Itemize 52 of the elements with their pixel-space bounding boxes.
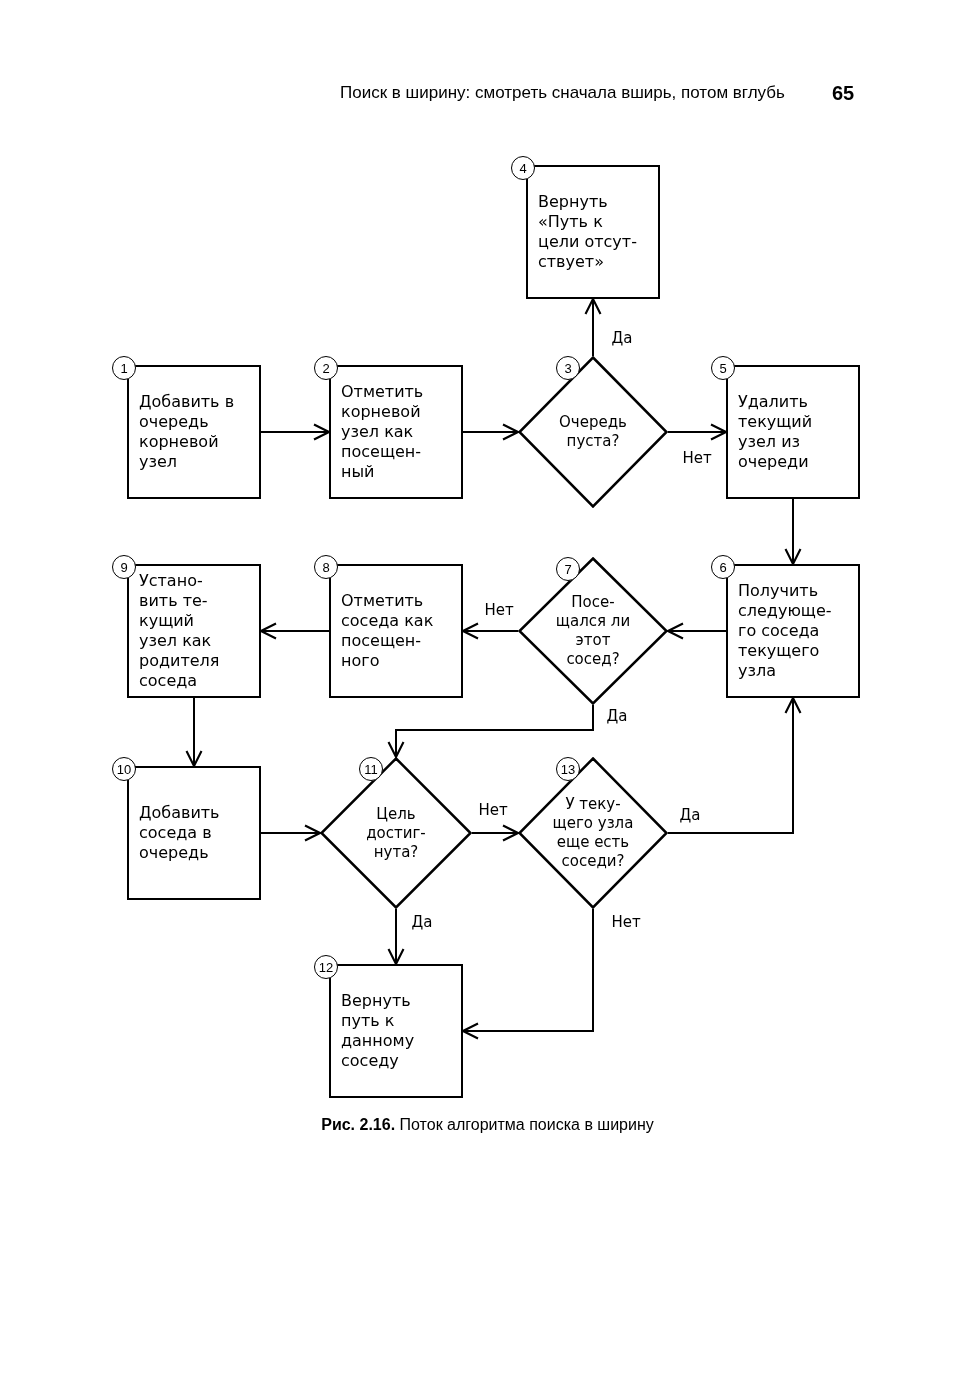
edge-label: Да bbox=[409, 913, 435, 931]
step-text: Устано- вить те- кущий узел как родителя соседа bbox=[139, 571, 221, 691]
running-head: Поиск в ширину: смотреть сначала вширь, потом вглубь bbox=[340, 82, 785, 104]
step-number: 8 bbox=[314, 555, 338, 579]
step-number: 9 bbox=[112, 555, 136, 579]
step-number: 6 bbox=[711, 555, 735, 579]
step-text: Добавить соседа в очередь bbox=[139, 803, 221, 863]
step-number: 2 bbox=[314, 356, 338, 380]
step-number: 4 bbox=[511, 156, 535, 180]
decision-text: Цель достиг- нута? bbox=[365, 804, 427, 862]
edge-label: Да bbox=[604, 707, 630, 725]
arrow bbox=[667, 423, 728, 441]
step-number: 10 bbox=[112, 757, 136, 781]
page-number: 65 bbox=[832, 81, 855, 106]
arrow bbox=[462, 423, 520, 441]
arrow bbox=[387, 704, 594, 759]
step-number: 13 bbox=[556, 757, 580, 781]
step-number: 5 bbox=[711, 356, 735, 380]
edge-label: Да bbox=[609, 329, 635, 347]
step-text: Добавить в очередь корневой узел bbox=[139, 392, 236, 472]
arrow bbox=[667, 696, 802, 834]
step-text: Отметить соседа как посещен- ного bbox=[341, 591, 435, 671]
arrow bbox=[584, 297, 602, 357]
step-number: 11 bbox=[359, 757, 383, 781]
figure-caption: Рис. 2.16. Поток алгоритма поиска в ширину bbox=[321, 1115, 654, 1135]
arrow bbox=[260, 824, 322, 842]
decision-text: У теку- щего узла еще есть соседи? bbox=[551, 795, 635, 871]
process-box bbox=[329, 564, 463, 698]
arrow bbox=[387, 908, 405, 966]
process-box bbox=[329, 365, 463, 499]
step-text: Получить следующе- го соседа текущего узла bbox=[738, 581, 833, 681]
step-text: Отметить корневой узел как посещен- ный bbox=[341, 382, 425, 482]
process-box bbox=[127, 564, 261, 698]
process-box bbox=[526, 165, 660, 299]
arrow bbox=[666, 622, 727, 640]
decision-text: Посе- щался ли этот сосед? bbox=[554, 593, 632, 669]
arrow bbox=[471, 824, 520, 842]
process-box bbox=[127, 365, 261, 499]
step-number: 7 bbox=[556, 557, 580, 581]
process-box bbox=[726, 564, 860, 698]
step-text: Вернуть «Путь к цели отсут- ствует» bbox=[538, 192, 638, 272]
arrow bbox=[260, 423, 331, 441]
process-box bbox=[726, 365, 860, 499]
decision-text: Очередь пуста? bbox=[558, 413, 628, 451]
step-text: Вернуть путь к данному соседу bbox=[341, 991, 416, 1071]
step-number: 12 bbox=[314, 955, 338, 979]
arrow bbox=[784, 498, 802, 566]
step-number: 1 bbox=[112, 356, 136, 380]
step-text: Удалить текущий узел из очереди bbox=[738, 392, 814, 472]
edge-label: Да bbox=[677, 806, 703, 824]
arrow bbox=[185, 697, 203, 768]
step-number: 3 bbox=[556, 356, 580, 380]
